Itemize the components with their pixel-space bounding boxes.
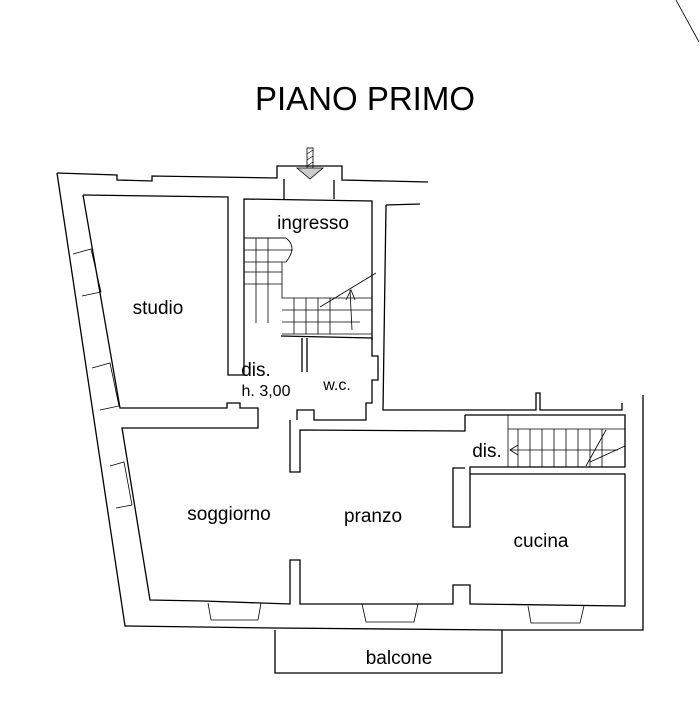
room-label-wc: w.c.: [322, 377, 351, 394]
room-label-dis: dis.: [241, 360, 271, 381]
ceiling-height-label: h. 3,00: [242, 383, 291, 400]
room-label-cucina: cucina: [514, 531, 569, 552]
room-label-pranzo: pranzo: [344, 506, 402, 527]
staircase-ingresso: [244, 237, 377, 335]
room-label-dis-2: dis.: [472, 441, 502, 462]
plan-title: PIANO PRIMO: [255, 80, 475, 117]
room-label-studio: studio: [133, 298, 184, 319]
room-label-balcone: balcone: [366, 648, 433, 669]
staircase-dis: [507, 415, 626, 467]
room-label-ingresso: ingresso: [277, 213, 349, 234]
room-label-soggiorno: soggiorno: [187, 504, 270, 525]
corner-line: [675, 0, 700, 43]
walls: [56, 165, 644, 674]
entrance-arrow-icon: [295, 147, 325, 180]
balcony-outline: [274, 630, 503, 674]
